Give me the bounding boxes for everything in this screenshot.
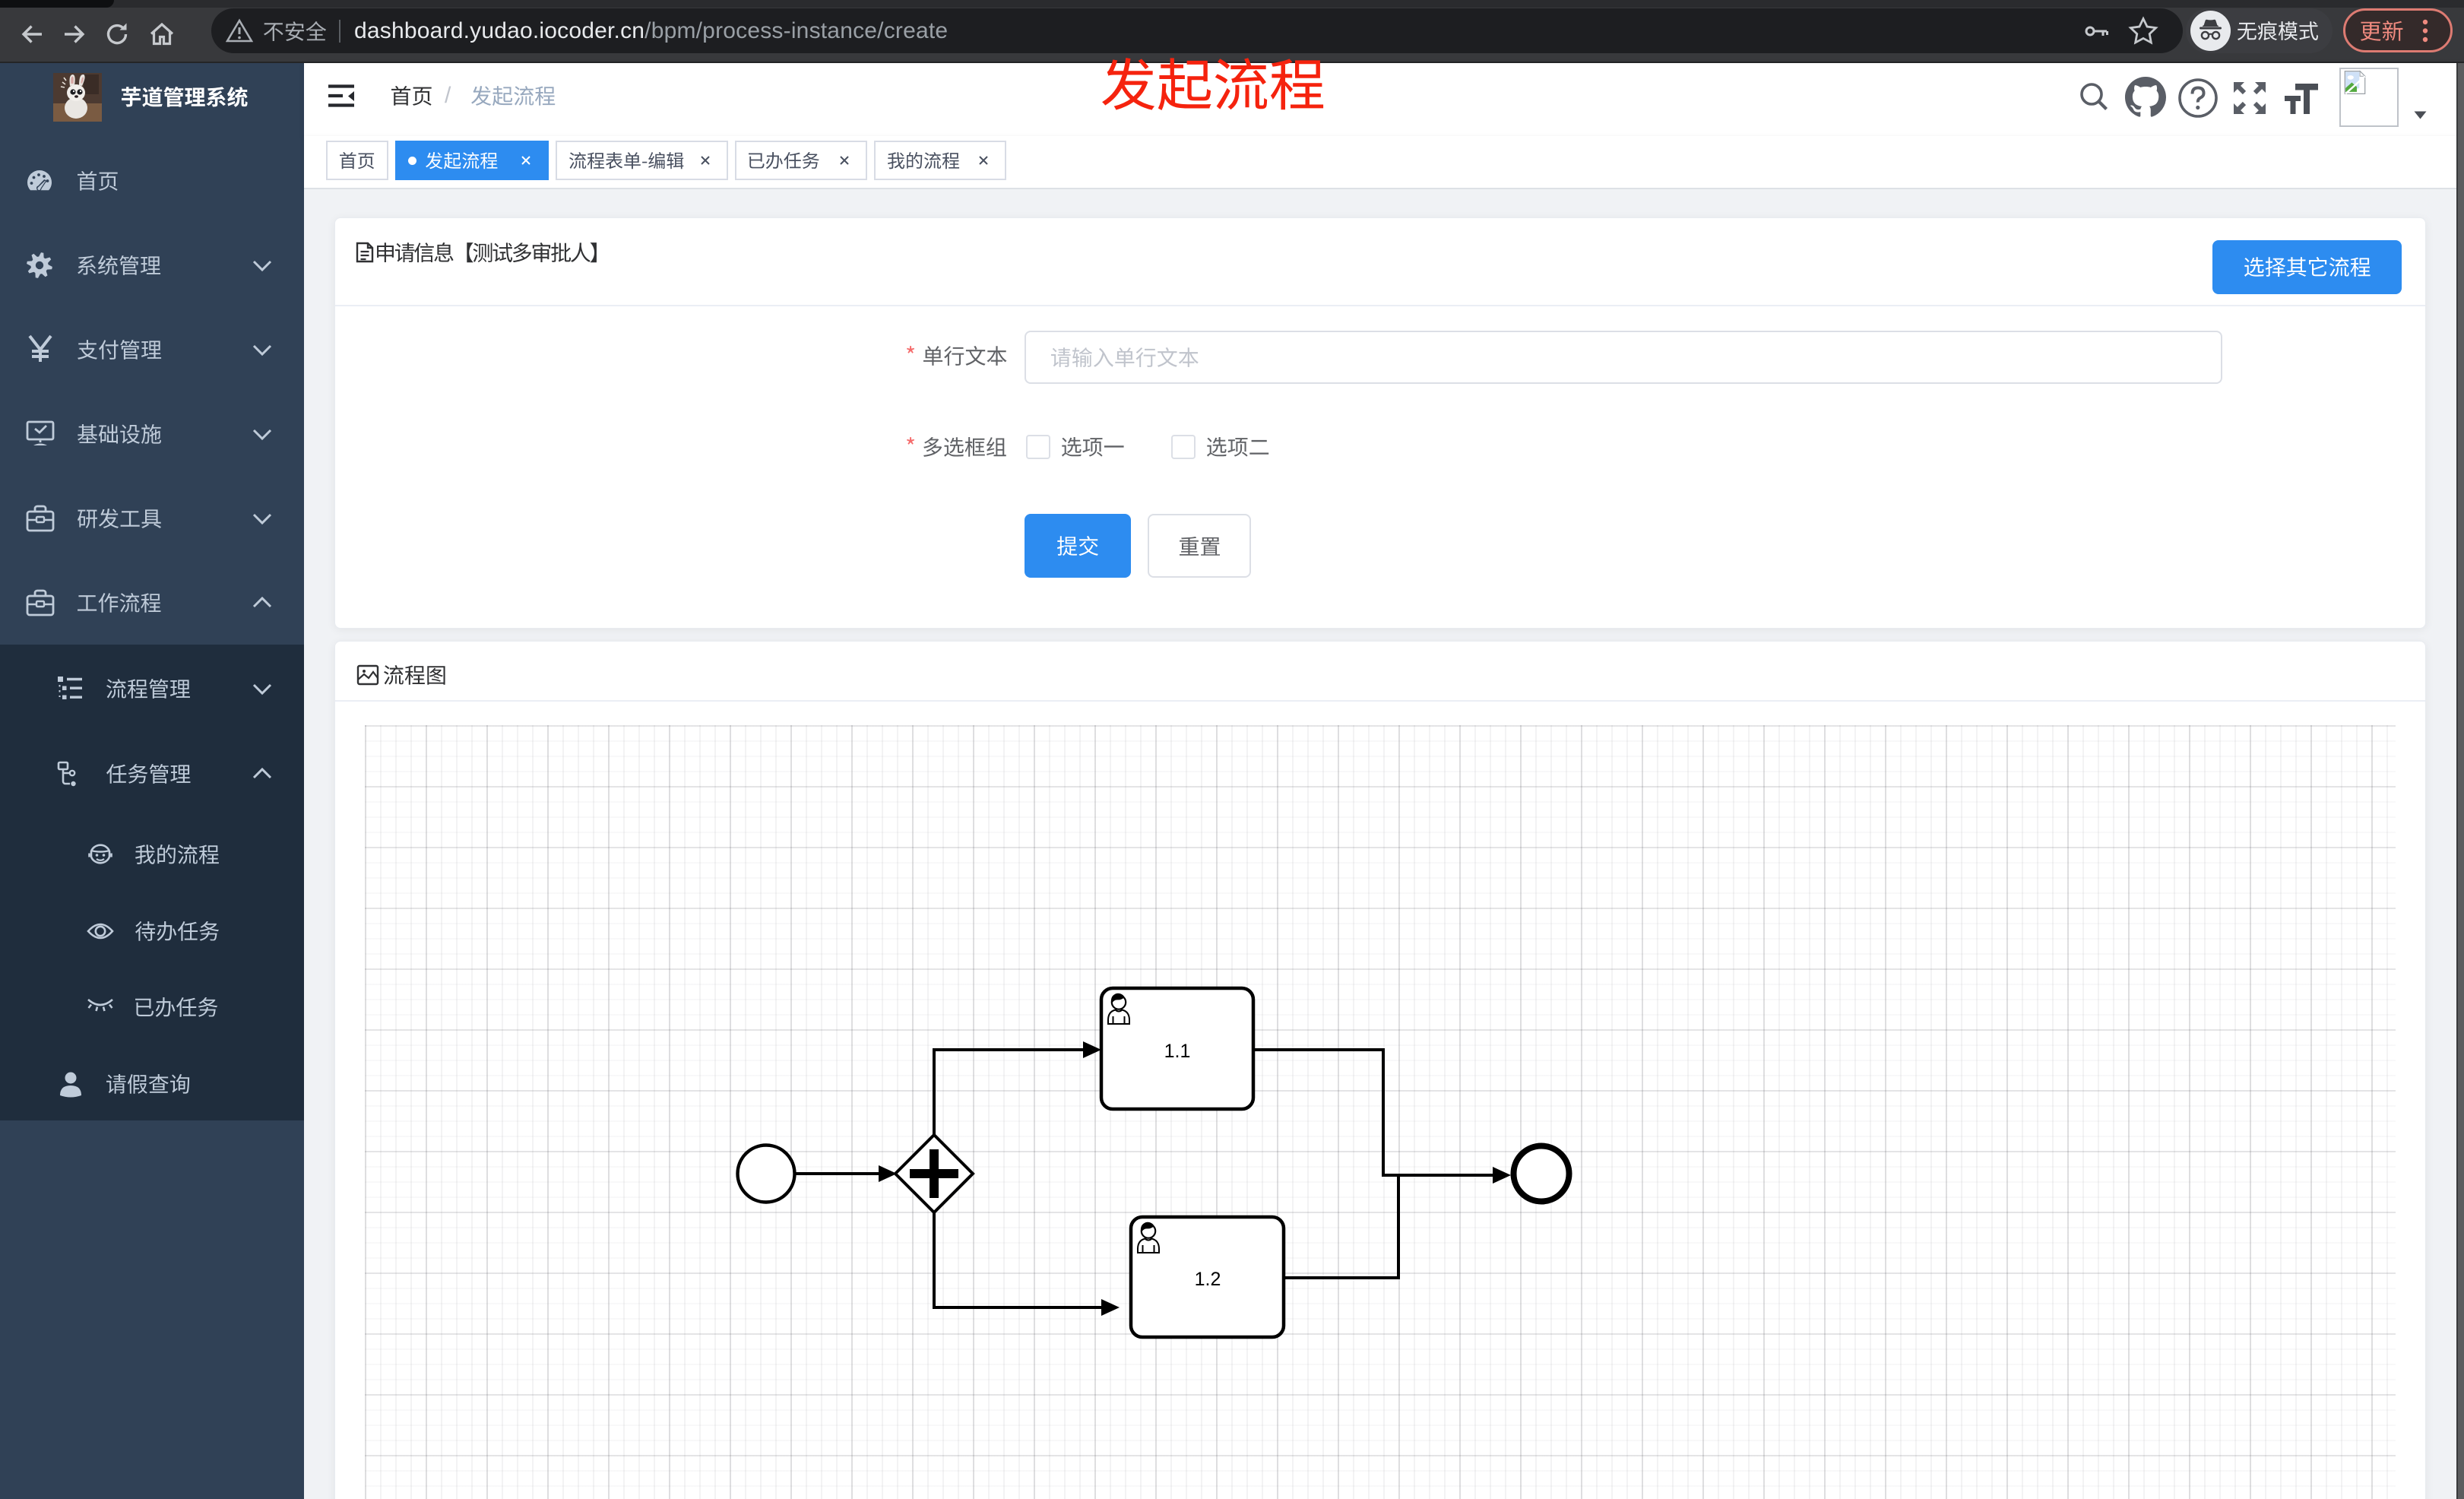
svg-text:1.2: 1.2 [1195,1269,1221,1290]
svg-text:1.1: 1.1 [1164,1041,1191,1062]
